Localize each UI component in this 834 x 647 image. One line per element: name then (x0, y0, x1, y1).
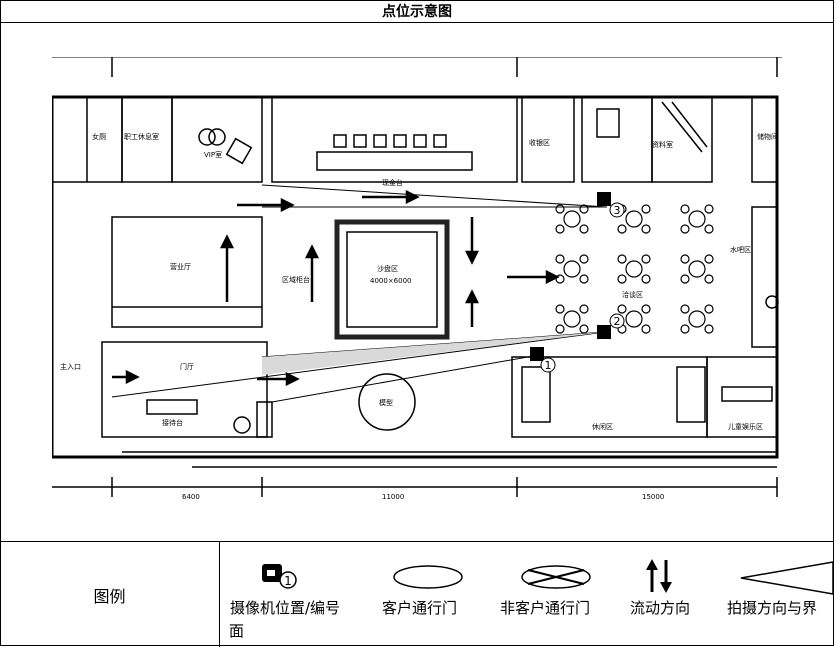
camera-number: 1 (545, 359, 552, 372)
non-customer-door-icon (521, 565, 591, 589)
room-label: 水吧区 (730, 245, 751, 254)
legend-camera: 1 摄像机位置/编号 (230, 542, 370, 647)
room-label: 女厕 (92, 132, 106, 141)
room-label: 储物间 (757, 132, 778, 141)
legend-shooting: 拍摄方向与界 (725, 542, 834, 647)
camera-number: 3 (614, 204, 621, 217)
room-label: 职工休息室 (124, 132, 159, 141)
camera-markers: 3 2 1 (530, 192, 625, 373)
room-label: 洽谈区 (622, 290, 643, 299)
legend-non-customer-door: 非客户通行门 (498, 542, 618, 647)
legend-label: 拍摄方向与界 (727, 599, 818, 617)
room-label: 休闲区 (592, 422, 613, 431)
legend-title: 图例 (0, 542, 220, 647)
legend: 图例 1 摄像机位置/编号 客户通行门 非客户通行门 (0, 541, 834, 647)
room-label: 营业厅 (170, 262, 191, 271)
consult-tables (555, 204, 714, 334)
legend-label: 客户通行门 (382, 599, 458, 617)
legend-label: 流动方向 (630, 599, 691, 617)
flow-arrows (112, 189, 560, 387)
dimension-label: 11000 (382, 493, 404, 501)
legend-flow: 流动方向 (628, 542, 718, 647)
shooting-range-icon (740, 561, 834, 595)
camera-number: 2 (614, 315, 621, 328)
legend-label: 摄像机位置/编号 (230, 599, 341, 617)
room-label: 接待台 (162, 418, 183, 427)
room-label: 4000×6000 (370, 277, 412, 285)
floor-plan: 3 2 1 女厕 职工休息室 VIP室 现金台 收银区 资料室 储物间 营业厅 … (52, 57, 782, 501)
dimension-label: 15000 (642, 493, 664, 501)
room-label: VIP室 (204, 150, 222, 159)
camera-icon (530, 347, 544, 361)
customer-door-icon (393, 565, 463, 589)
camera-icon (597, 325, 611, 339)
room-label: 现金台 (382, 178, 403, 187)
room-label: 收银区 (529, 138, 550, 147)
legend-label: 非客户通行门 (500, 599, 591, 617)
room-label: 主入口 (60, 362, 81, 371)
room-label: 资料室 (652, 140, 673, 149)
svg-text:1: 1 (284, 574, 292, 588)
room-label: 沙盘区 (377, 264, 398, 273)
room-label: 儿童娱乐区 (728, 422, 763, 431)
dimension-label: 6400 (182, 493, 200, 501)
room-label: 区域柜台 (282, 275, 310, 284)
legend-overflow-text: 面 (229, 622, 245, 640)
room-label: 模型 (379, 398, 393, 407)
legend-customer-door: 客户通行门 (380, 542, 490, 647)
flow-arrows-icon (646, 559, 672, 593)
room-label: 门厅 (180, 362, 194, 371)
diagram-title: 点位示意图 (0, 0, 834, 23)
camera-icon (597, 192, 611, 206)
camera-icon: 1 (262, 564, 297, 589)
